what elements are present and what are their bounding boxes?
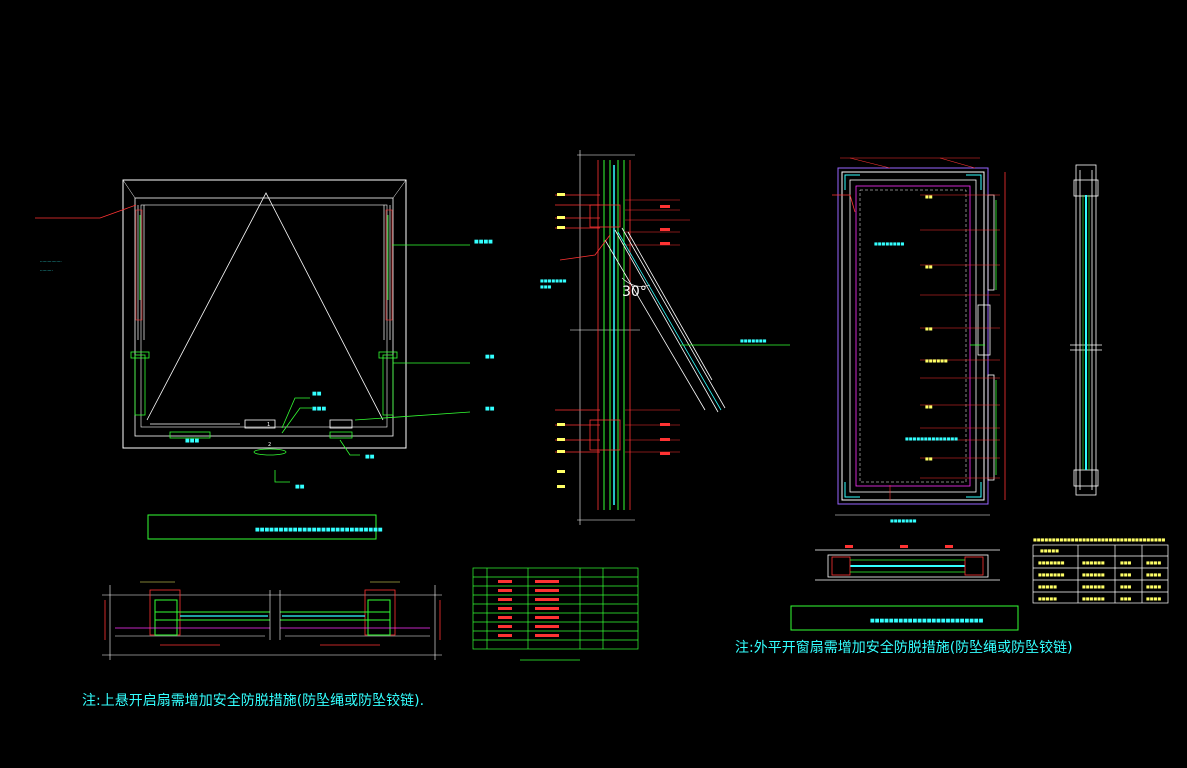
svg-text:■■■■: ■■■■ — [1146, 560, 1161, 565]
svg-text:■■■■■■: ■■■■■■ — [1082, 584, 1105, 589]
top-hung-window-elevation: ················· ·········· ■■■■ ■■ ■■ … — [35, 179, 495, 490]
svg-text:■■■■: ■■■■ — [1146, 596, 1161, 601]
casement-horizontal-section — [815, 545, 1000, 581]
svg-text:■■: ■■ — [312, 391, 322, 397]
svg-text:■■■■■■■: ■■■■■■■ — [740, 338, 767, 343]
svg-text:■■■■■■: ■■■■■■ — [1082, 560, 1105, 565]
svg-text:■■■: ■■■ — [1120, 596, 1132, 601]
svg-text:■■■■: ■■■■ — [1146, 572, 1161, 577]
angle-label: 30° — [622, 284, 647, 300]
svg-text:■■■: ■■■ — [312, 406, 326, 412]
svg-text:··········: ·········· — [40, 268, 53, 273]
note-casement: 注:外平开窗扇需增加安全防脱措施(防坠绳或防坠铰链) — [735, 639, 1073, 656]
svg-text:■■: ■■ — [925, 194, 933, 199]
svg-text:·················: ················· — [40, 259, 62, 264]
top-hung-horizontal-section — [102, 581, 442, 660]
svg-text:■■■: ■■■ — [1120, 572, 1132, 577]
svg-text:2: 2 — [268, 442, 271, 448]
svg-text:■■■: ■■■ — [540, 284, 552, 289]
svg-text:■■■■■■: ■■■■■■ — [1082, 596, 1105, 601]
svg-text:■■: ■■ — [925, 264, 933, 269]
svg-text:■■■■■■: ■■■■■■ — [925, 358, 948, 363]
svg-text:■■■: ■■■ — [1120, 560, 1132, 565]
right-note-box: ■■■■■■■■■■■■■■■■■■■■■■■■ — [790, 605, 1019, 631]
svg-text:■■■: ■■■ — [1120, 584, 1132, 589]
svg-text:■■■: ■■■ — [185, 438, 199, 444]
svg-text:■■■■■■■: ■■■■■■■ — [1038, 560, 1065, 565]
svg-text:■■■■■■■■■■■■■■: ■■■■■■■■■■■■■■ — [905, 436, 958, 441]
svg-text:■■■■■: ■■■■■ — [1038, 584, 1057, 589]
hardware-spec-table — [1032, 544, 1169, 604]
svg-text:■■■■: ■■■■ — [474, 239, 493, 245]
svg-text:■■: ■■ — [485, 406, 495, 412]
svg-text:■■■■■■■■■■■■■■■■■■■■■■■■■■■■■■: ■■■■■■■■■■■■■■■■■■■■■■■■■■■■■■■■■■■ — [1033, 537, 1165, 542]
svg-text:■■: ■■ — [925, 326, 933, 331]
svg-text:■■: ■■ — [925, 456, 933, 461]
svg-text:■■■■■: ■■■■■ — [1038, 596, 1057, 601]
svg-text:■■: ■■ — [485, 354, 495, 360]
svg-text:■■■■■: ■■■■■ — [1040, 548, 1059, 553]
svg-text:■■■■■■■■: ■■■■■■■■ — [874, 241, 904, 246]
materials-table — [472, 567, 639, 661]
casement-vertical-section — [1070, 164, 1102, 496]
svg-text:■■■■■■■: ■■■■■■■ — [890, 518, 917, 523]
top-hung-vertical-section: 30° ■■■■■■■ ■■■■■■■ ■■■ — [540, 150, 790, 525]
svg-text:■■■■■■■■■■■■■■■■■■■■■■■■■■■: ■■■■■■■■■■■■■■■■■■■■■■■■■■■ — [255, 527, 383, 533]
svg-text:■■■■■■■■■■■■■■■■■■■■■■■■: ■■■■■■■■■■■■■■■■■■■■■■■■ — [870, 618, 984, 624]
svg-text:■■■■■■: ■■■■■■ — [1082, 572, 1105, 577]
svg-text:■■■■: ■■■■ — [1146, 584, 1161, 589]
svg-text:■■: ■■ — [365, 454, 375, 460]
left-note-box: ■■■■■■■■■■■■■■■■■■■■■■■■■■■ — [147, 514, 383, 540]
svg-text:1: 1 — [267, 422, 270, 428]
svg-text:■■■■■■■: ■■■■■■■ — [540, 278, 567, 283]
svg-text:■■: ■■ — [925, 404, 933, 409]
casement-window-elevation: ■■■■■■■■ ■■■■■■■■■■■■■■ ■■■■■■■ ■■ ■■ ■■… — [832, 157, 1006, 523]
svg-text:■■■■■■■: ■■■■■■■ — [1038, 572, 1065, 577]
note-top-hung: 注:上悬开启扇需增加安全防脱措施(防坠绳或防坠铰链). — [82, 692, 424, 709]
svg-text:■■: ■■ — [295, 484, 305, 490]
